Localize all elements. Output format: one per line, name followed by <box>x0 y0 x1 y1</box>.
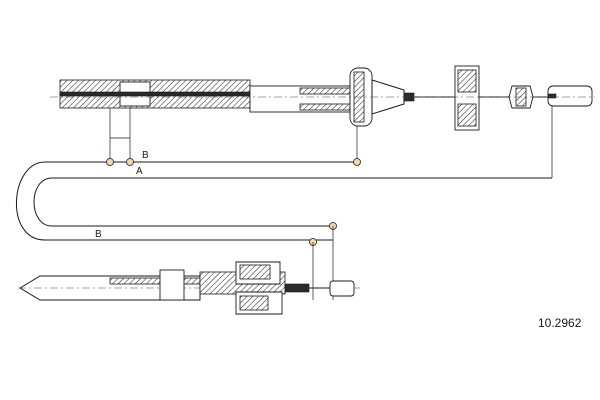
marker-a-start <box>126 158 134 166</box>
label-upper-a: A <box>136 166 143 177</box>
lower-nut <box>159 269 185 301</box>
part-number: 10.2962 <box>538 316 582 330</box>
label-lower-b: B <box>95 229 102 240</box>
cable-routing <box>15 161 552 241</box>
label-upper-b: B <box>142 150 149 161</box>
rubber-boot <box>371 79 405 115</box>
rod-end <box>329 280 355 297</box>
lower-end-assembly <box>18 226 360 315</box>
dimension-markers <box>106 158 361 246</box>
marker-b-end <box>353 158 361 166</box>
upper-end-assembly <box>50 65 595 178</box>
marker-b-start <box>106 158 114 166</box>
